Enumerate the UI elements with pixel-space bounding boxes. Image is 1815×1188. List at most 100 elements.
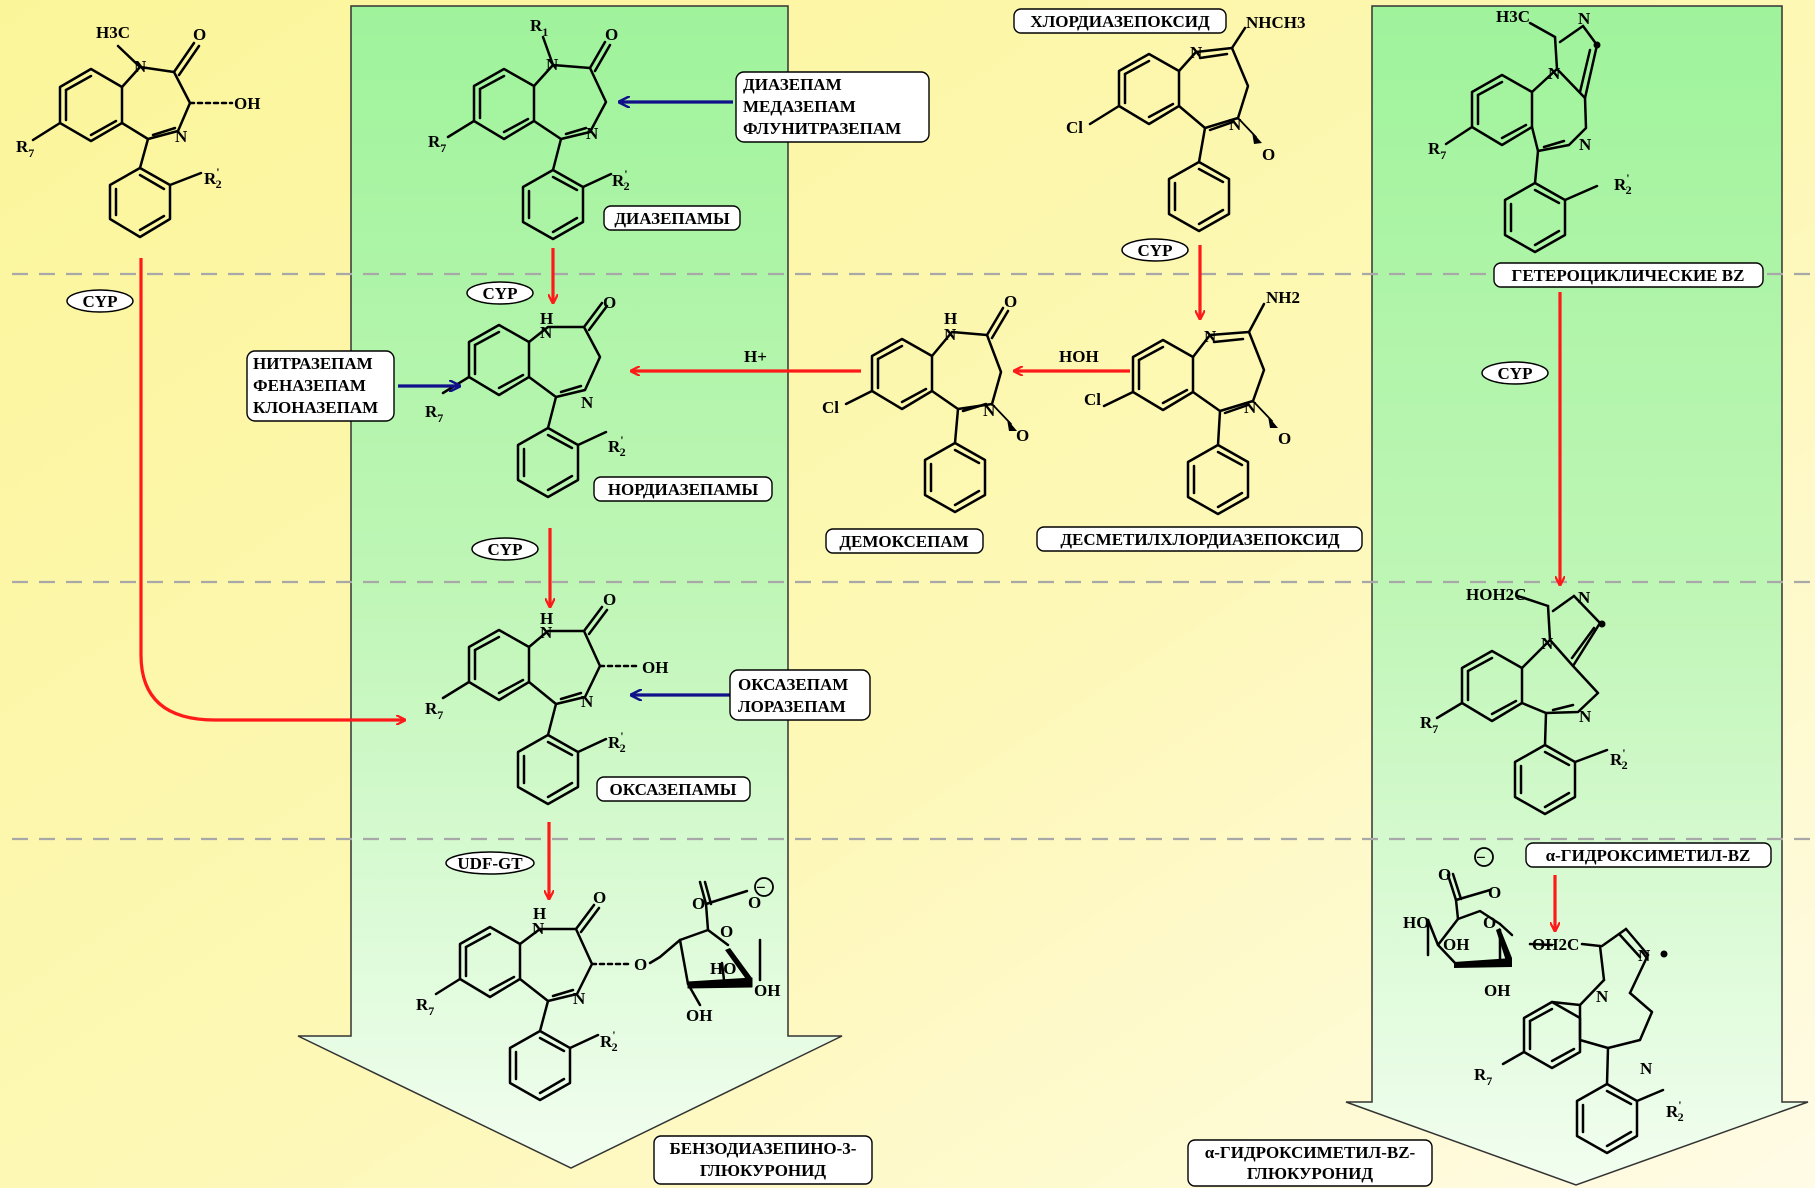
enzyme-label: UDF-GT: [457, 854, 523, 873]
atom-label: H: [540, 609, 553, 628]
atom-label: O: [1488, 883, 1501, 902]
class-name: НОРДИАЗЕПАМЫ: [608, 480, 759, 499]
class-name: ДЕСМЕТИЛХЛОРДИАЗЕПОКСИД: [1060, 530, 1340, 549]
structure-hydroxy-diazepam: [31, 41, 234, 239]
enzyme-label: CYP: [483, 284, 518, 303]
atom-label: N: [1229, 115, 1242, 134]
enzyme-cyp-badge: CYP: [466, 281, 534, 305]
atom-label: −: [1476, 848, 1486, 867]
dot: [1660, 950, 1668, 958]
atom-label: N: [1578, 588, 1591, 607]
atom-label: R7: [416, 995, 434, 1018]
atom-label: N: [1578, 9, 1591, 28]
atom-label: N: [1244, 398, 1257, 417]
atom-label: R7: [1474, 1065, 1492, 1088]
atom-label: O: [1262, 145, 1275, 164]
atom-label: R7: [1428, 139, 1446, 162]
atom-label: Cl: [1084, 390, 1101, 409]
drug-name: ФЛУНИТРАЗЕПАМ: [743, 119, 901, 138]
atom-label: R'2: [1666, 1098, 1684, 1124]
reagent-hplus: H+: [744, 347, 767, 366]
atom-labels: H3C N O OH N R7 R'2 R1 N O N R7 R'2 H N …: [16, 7, 1684, 1124]
atom-label: H3C: [1496, 7, 1530, 26]
class-name: ГЛЮКУРОНИД: [1247, 1164, 1373, 1183]
class-name: α-ГИДРОКСИМЕТИЛ-BZ: [1546, 846, 1751, 865]
class-name: ГЛЮКУРОНИД: [700, 1161, 826, 1180]
atom-label: OH: [754, 981, 780, 1000]
class-name: БЕНЗОДИАЗЕПИНО-3-: [670, 1139, 857, 1158]
enzyme-cyp-badge: CYP: [1121, 238, 1189, 262]
atom-label: OH: [686, 1006, 712, 1025]
hydroxymethyl-label: α-ГИДРОКСИМЕТИЛ-BZ: [1525, 842, 1772, 868]
atom-label: N: [546, 55, 559, 74]
atom-label: R1: [530, 16, 548, 39]
atom-label: R7: [16, 137, 34, 160]
atom-label: R'2: [608, 729, 626, 755]
atom-label: R'2: [1614, 171, 1632, 197]
structure-chlordiazepoxide: [1088, 26, 1257, 233]
reagent-hoh: HOH: [1059, 347, 1099, 366]
atom-label: O: [748, 893, 761, 912]
atom-label: HO: [710, 959, 736, 978]
atom-label: OH: [1484, 981, 1510, 1000]
atom-label: OH: [234, 94, 260, 113]
demoxepam-label: ДЕМОКСЕПАМ: [825, 528, 984, 554]
charge-circle: [754, 877, 774, 897]
drug-name: НИТРАЗЕПАМ: [253, 354, 373, 373]
n-oxide-arrowhead: [1268, 416, 1278, 428]
atom-label: O: [593, 888, 606, 907]
atom-label: N: [1638, 946, 1651, 965]
nordiazepams-label: НОРДИАЗЕПАМЫ: [593, 476, 773, 502]
atom-label: N: [1579, 135, 1592, 154]
atom-label: O: [720, 922, 733, 941]
class-name: ДЕМОКСЕПАМ: [839, 532, 968, 551]
atom-label: O: [1004, 292, 1017, 311]
diazepam-group-box: ДИАЗЕПАМ МЕДАЗЕПАМ ФЛУНИТРАЗЕПАМ: [735, 71, 930, 143]
atom-label: O: [692, 894, 705, 913]
drug-name: ЛОРАЗЕПАМ: [738, 697, 846, 716]
nitrazepam-group-box: НИТРАЗЕПАМ ФЕНАЗЕПАМ КЛОНАЗЕПАМ: [246, 350, 395, 422]
drug-name: ОКСАЗЕПАМ: [738, 675, 848, 694]
enzyme-label: CYP: [83, 292, 118, 311]
atom-label: OH: [1443, 935, 1469, 954]
drug-name: ДИАЗЕПАМ: [743, 75, 842, 94]
sugar-wedge: [725, 948, 752, 982]
heterocyclic-label: ГЕТЕРОЦИКЛИЧЕСКИЕ BZ: [1493, 262, 1764, 288]
atom-label: R'2: [1610, 746, 1628, 772]
atom-label: R7: [425, 699, 443, 722]
sugar-wedge: [687, 977, 753, 989]
drug-name: ФЕНАЗЕПАМ: [253, 376, 366, 395]
atom-label: N: [1204, 327, 1217, 346]
class-name: α-ГИДРОКСИМЕТИЛ-BZ-: [1205, 1143, 1416, 1162]
atom-label: N: [944, 325, 957, 344]
left-band-arrow: [297, 5, 843, 1169]
atom-label: R'2: [600, 1028, 618, 1054]
atom-label: N: [532, 919, 545, 938]
structure-bonds: [31, 21, 1668, 1155]
atom-label: HOH2C: [1466, 585, 1526, 604]
atom-label: R7: [428, 132, 446, 155]
structure-glucuronide-left: [434, 880, 762, 1102]
atom-label: O: [603, 590, 616, 609]
structure-oxazepams: [441, 605, 642, 806]
atom-label: Cl: [822, 398, 839, 417]
atom-label: N: [1541, 634, 1554, 653]
atom-label: O: [1278, 429, 1291, 448]
dot: [1593, 41, 1601, 49]
atom-label: N: [175, 127, 188, 146]
atom-label: R7: [1420, 713, 1438, 736]
atom-label: O: [605, 25, 618, 44]
atom-label: N: [1548, 64, 1561, 83]
enzyme-cyp-badge: CYP: [471, 537, 539, 561]
drug-name: МЕДАЗЕПАМ: [743, 97, 856, 116]
class-name: ОКСАЗЕПАМЫ: [610, 780, 737, 799]
chlordiazepoxide-label: ХЛОРДИАЗЕПОКСИД: [1013, 8, 1227, 34]
atom-label: O: [603, 293, 616, 312]
structure-hydroxymethyl-bz: [1435, 594, 1609, 816]
enzyme-label: CYP: [1498, 364, 1533, 383]
enzyme-ovals: CYP CYP CYP UDF-GT CYP CYP: [66, 238, 1549, 875]
atom-label: N: [581, 692, 594, 711]
atom-label: R'2: [204, 165, 222, 191]
reaction-arrows: [139, 245, 1560, 930]
